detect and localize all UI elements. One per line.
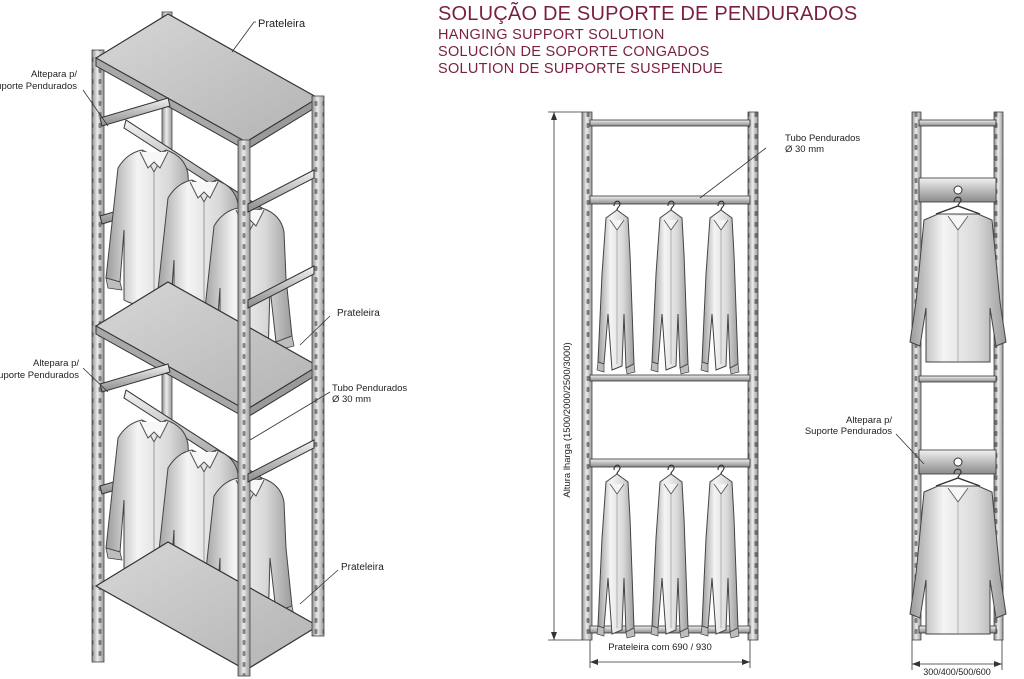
front-view-rack xyxy=(581,111,759,641)
subtitle-english: HANGING SUPPORT SOLUTION xyxy=(438,27,665,43)
label-prateleira-bottom: Prateleira xyxy=(341,562,384,573)
page-title: SOLUÇÃO DE SUPORTE DE PENDURADOS xyxy=(438,3,858,25)
subtitle-spanish: SOLUCIÓN DE SOPORTE CONGADOS xyxy=(438,44,710,60)
side-view-rack xyxy=(909,111,1007,641)
dimension-depth: 300/400/500/600 xyxy=(923,667,991,677)
label-altepara-mid-line2: Suporte Pendurados xyxy=(0,370,79,381)
label-tubo-front-line2: Ø 30 mm xyxy=(785,144,824,155)
isometric-rack xyxy=(91,11,325,677)
label-tubo-iso-line2: Ø 30 mm xyxy=(332,394,371,405)
subtitle-french: SOLUTION DE SUPPORTE SUSPENDUE xyxy=(438,61,724,77)
dimension-front-width: Prateleira com 690 / 930 xyxy=(608,642,712,653)
label-altepara-top-line2: Suporte Pendurados xyxy=(0,81,77,92)
label-altepara-side-line2: Suporte Pendurados xyxy=(805,426,892,437)
label-altepara-mid-line1: Altepara p/ xyxy=(33,358,79,369)
label-tubo-front-line1: Tubo Pendurados xyxy=(785,133,860,144)
label-tubo-iso-line1: Tubo Pendurados xyxy=(332,383,407,394)
label-prateleira-top: Prateleira xyxy=(258,18,306,30)
label-altepara-side-line1: Altepara p/ xyxy=(846,415,892,426)
label-altepara-top-line1: Altepara p/ xyxy=(31,69,77,80)
label-prateleira-mid: Prateleira xyxy=(337,308,380,319)
dimension-height: Altura lharga (1500/2000/2500/3000) xyxy=(562,342,573,497)
